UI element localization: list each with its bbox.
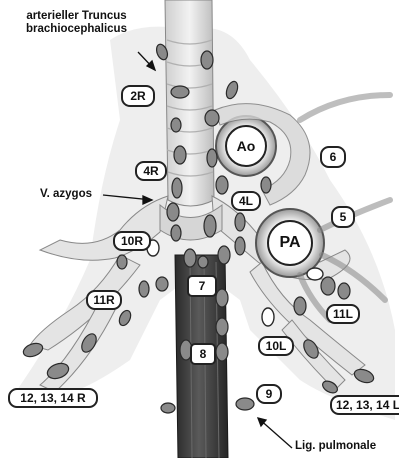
aorta-label: Ao bbox=[226, 134, 266, 158]
lymph-node bbox=[139, 281, 149, 297]
station-11r-label: 11R bbox=[86, 290, 122, 310]
station-7-label: 7 bbox=[187, 275, 217, 297]
lymph-node bbox=[235, 213, 245, 231]
station-10r-label: 10R bbox=[113, 231, 151, 251]
lymph-node bbox=[204, 215, 216, 237]
station-4l-label: 4L bbox=[231, 191, 261, 211]
station-6-label: 6 bbox=[320, 146, 346, 168]
lymph-node bbox=[338, 283, 350, 299]
lymph-node bbox=[174, 146, 186, 164]
lymph-node bbox=[171, 225, 181, 241]
lymph-node bbox=[216, 318, 228, 336]
lymph-node-white bbox=[262, 308, 274, 326]
lymph-node bbox=[201, 51, 213, 69]
station-12-14r-label: 12, 13, 14 R bbox=[8, 388, 98, 408]
lymph-node bbox=[218, 246, 230, 264]
pulmonary-artery-label: PA bbox=[268, 229, 312, 257]
trachea bbox=[165, 0, 214, 206]
lymph-node bbox=[207, 149, 217, 167]
lymph-node bbox=[216, 176, 228, 194]
station-11l-label: 11L bbox=[326, 304, 360, 324]
lymph-node-white bbox=[307, 268, 323, 280]
station-5-label: 5 bbox=[331, 206, 355, 228]
lig-pulmonale-label: Lig. pulmonale bbox=[295, 440, 376, 453]
lymph-node bbox=[161, 403, 175, 413]
lymph-node bbox=[172, 178, 182, 198]
truncus-label: arterieller Truncus brachiocephalicus bbox=[14, 10, 139, 36]
lymph-node bbox=[171, 86, 189, 98]
station-12-14l-label: 12, 13, 14 L bbox=[330, 395, 399, 415]
lymph-node bbox=[198, 256, 208, 268]
truncus-label-line2: brachiocephalicus bbox=[14, 23, 139, 36]
lymph-node bbox=[117, 255, 127, 269]
azygos-label: V. azygos bbox=[40, 188, 92, 201]
station-4r-label: 4R bbox=[135, 161, 167, 181]
station-9-label: 9 bbox=[256, 384, 282, 404]
lymph-node bbox=[205, 110, 219, 126]
lymph-node bbox=[156, 277, 168, 291]
lymph-node bbox=[235, 237, 245, 255]
station-8-label: 8 bbox=[190, 343, 216, 365]
lymph-node bbox=[236, 398, 254, 410]
lymph-node bbox=[261, 177, 271, 193]
lymph-node bbox=[184, 249, 196, 267]
lymph-node bbox=[216, 343, 228, 361]
station-10l-label: 10L bbox=[258, 336, 294, 356]
lymph-node bbox=[167, 203, 179, 221]
truncus-label-line1: arterieller Truncus bbox=[14, 10, 139, 23]
lymph-node bbox=[171, 118, 181, 132]
station-2r-label: 2R bbox=[121, 85, 155, 107]
lymph-node bbox=[294, 297, 306, 315]
lymph-node bbox=[321, 277, 335, 295]
lymph-node bbox=[216, 289, 228, 307]
